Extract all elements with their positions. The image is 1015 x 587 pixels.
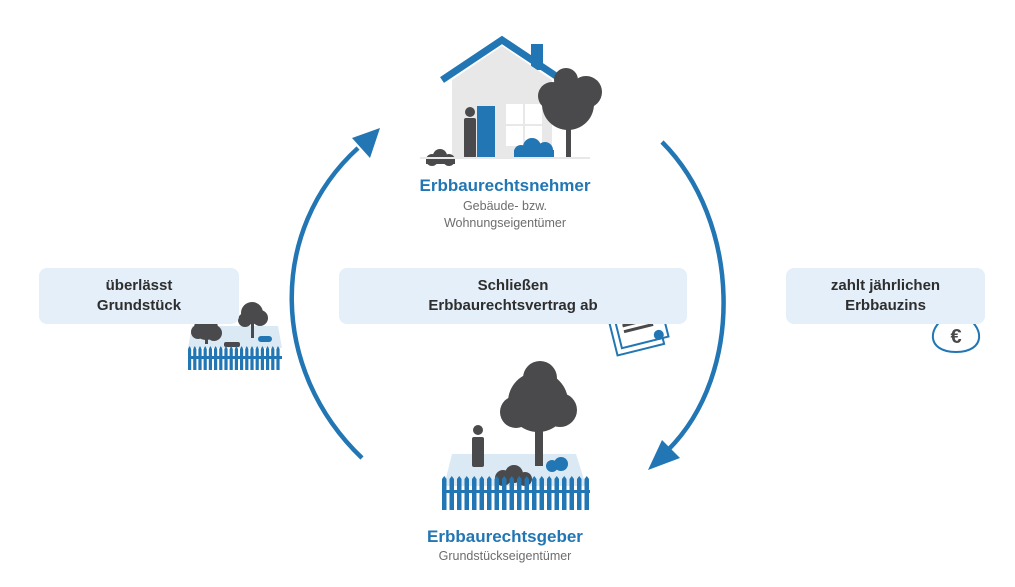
box-line: überlässt: [105, 277, 173, 294]
erbbaurechtsnehmer-title: Erbbaurechtsnehmer: [419, 176, 591, 195]
vertrag-box: Schließen Erbbaurechtsvertrag ab: [339, 268, 687, 324]
box-line: Grundstück: [96, 297, 182, 314]
house-icon: [426, 35, 564, 166]
erbbaurechtsgeber-subtitle: Grundstückseigentümer: [438, 549, 572, 563]
subtitle-line: Wohnungseigentümer: [443, 216, 567, 230]
subtitle-line: Gebäude- bzw.: [462, 199, 548, 213]
fence-rail: [442, 490, 590, 493]
box-line: zahlt jährlichen: [830, 277, 941, 294]
box-line: Schließen: [477, 277, 549, 294]
tree-icon: [538, 68, 602, 158]
euro-symbol: €: [950, 326, 961, 348]
land-plot-icon: [442, 361, 590, 510]
box-line: Erbbaurechtsvertrag ab: [428, 297, 598, 314]
left-cycle-arrow: [289, 128, 380, 460]
box-line: Erbbauzins: [845, 297, 926, 314]
right-cycle-arrow: [648, 140, 726, 470]
erbbaurechtsnehmer-subtitle: Gebäude- bzw. Wohnungseigentümer: [405, 198, 605, 232]
bush-icon: [514, 138, 554, 159]
fence-rail: [188, 356, 282, 359]
small-plot-icon: [188, 302, 282, 370]
erbbaurechtsgeber-title: Erbbaurechtsgeber: [427, 527, 583, 546]
grundstueck-box: überlässt Grundstück: [39, 268, 239, 324]
erbbauzins-box: zahlt jährlichen Erbbauzins: [786, 268, 985, 324]
